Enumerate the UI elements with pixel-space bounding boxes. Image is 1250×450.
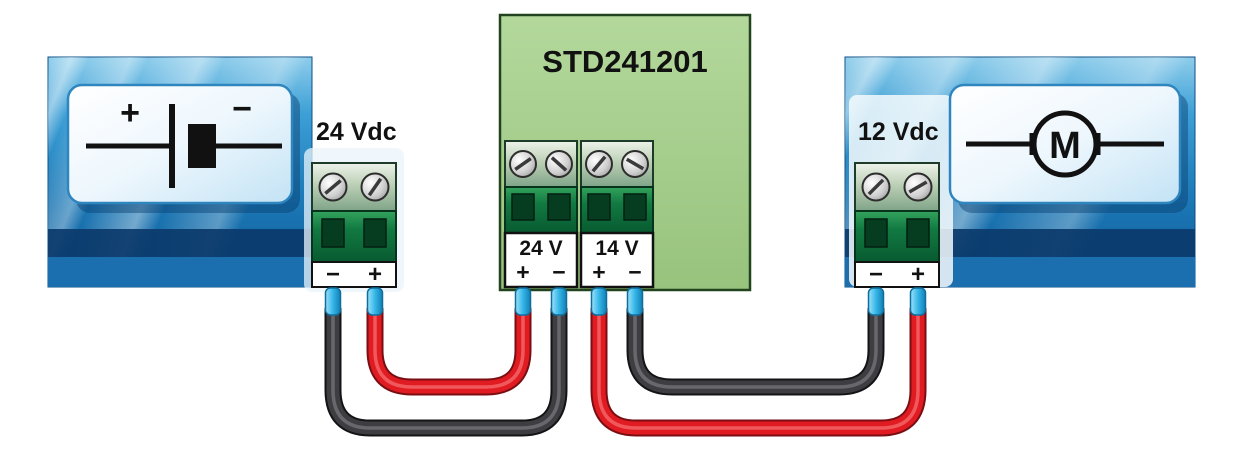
terminal-hole bbox=[864, 218, 888, 248]
ferrule-icon bbox=[366, 287, 384, 316]
battery-terminal-block: − + bbox=[304, 148, 404, 292]
motor-letter: M bbox=[1049, 125, 1081, 167]
battery-icon: + − bbox=[86, 90, 282, 188]
battery-voltage-label: 24 Vdc bbox=[316, 118, 397, 146]
terminal-hole bbox=[547, 193, 571, 221]
ferrule-icon bbox=[514, 287, 532, 316]
module-output-terminal-block: 14 V + − bbox=[579, 140, 655, 289]
converter-module: STD241201 24 V + − bbox=[498, 13, 752, 292]
screw-icon bbox=[318, 172, 348, 202]
terminal-hole bbox=[321, 218, 345, 248]
ferrule-icon bbox=[324, 287, 342, 316]
battery-panel: + − bbox=[47, 56, 313, 288]
ferrule-icon bbox=[909, 287, 927, 316]
motor-terminal-block: − + bbox=[854, 162, 940, 288]
screw-icon bbox=[903, 172, 933, 202]
module-input-terminal-block: 24 V + − bbox=[503, 140, 579, 289]
terminal-hole bbox=[587, 193, 611, 221]
wire-battery-positive bbox=[366, 308, 532, 396]
module-input-plus: + bbox=[516, 259, 529, 285]
ferrule-icon bbox=[867, 287, 885, 316]
wire-output-negative bbox=[626, 308, 885, 396]
ferrule-icon bbox=[550, 287, 568, 316]
terminal-hole bbox=[511, 193, 535, 221]
terminal-hole bbox=[363, 218, 387, 248]
battery-plus-sign: + bbox=[120, 94, 140, 132]
motor-voltage-label: 12 Vdc bbox=[858, 118, 939, 146]
screw-icon bbox=[545, 150, 573, 178]
ferrule-icon bbox=[626, 287, 644, 316]
screw-icon bbox=[621, 150, 649, 178]
module-input-voltage: 24 V bbox=[519, 237, 562, 260]
motor-icon-plate bbox=[948, 83, 1182, 205]
terminal-hole bbox=[623, 193, 647, 221]
screw-icon bbox=[861, 172, 891, 202]
battery-terminal-plus: + bbox=[368, 261, 382, 288]
motor-terminal-minus: − bbox=[869, 261, 883, 288]
module-output-voltage: 14 V bbox=[595, 237, 638, 260]
module-output-minus: − bbox=[628, 259, 641, 285]
ferrules bbox=[324, 287, 927, 316]
motor-terminal-plus: + bbox=[911, 261, 925, 288]
battery-icon-plate bbox=[66, 83, 294, 205]
ferrule-icon bbox=[590, 287, 608, 316]
wire-battery-negative bbox=[324, 308, 568, 437]
terminal-hole bbox=[906, 218, 930, 248]
module-input-minus: − bbox=[552, 259, 565, 285]
motor-panel: M bbox=[844, 56, 1196, 288]
screw-icon bbox=[360, 172, 390, 202]
wire-output-positive bbox=[590, 308, 927, 437]
screw-icon bbox=[585, 150, 613, 178]
screw-icon bbox=[509, 150, 537, 178]
battery-minus-sign: − bbox=[232, 90, 252, 128]
motor-icon: M bbox=[966, 110, 1164, 178]
module-title: STD241201 bbox=[542, 44, 707, 79]
battery-terminal-minus: − bbox=[326, 261, 340, 288]
module-output-plus: + bbox=[592, 259, 605, 285]
